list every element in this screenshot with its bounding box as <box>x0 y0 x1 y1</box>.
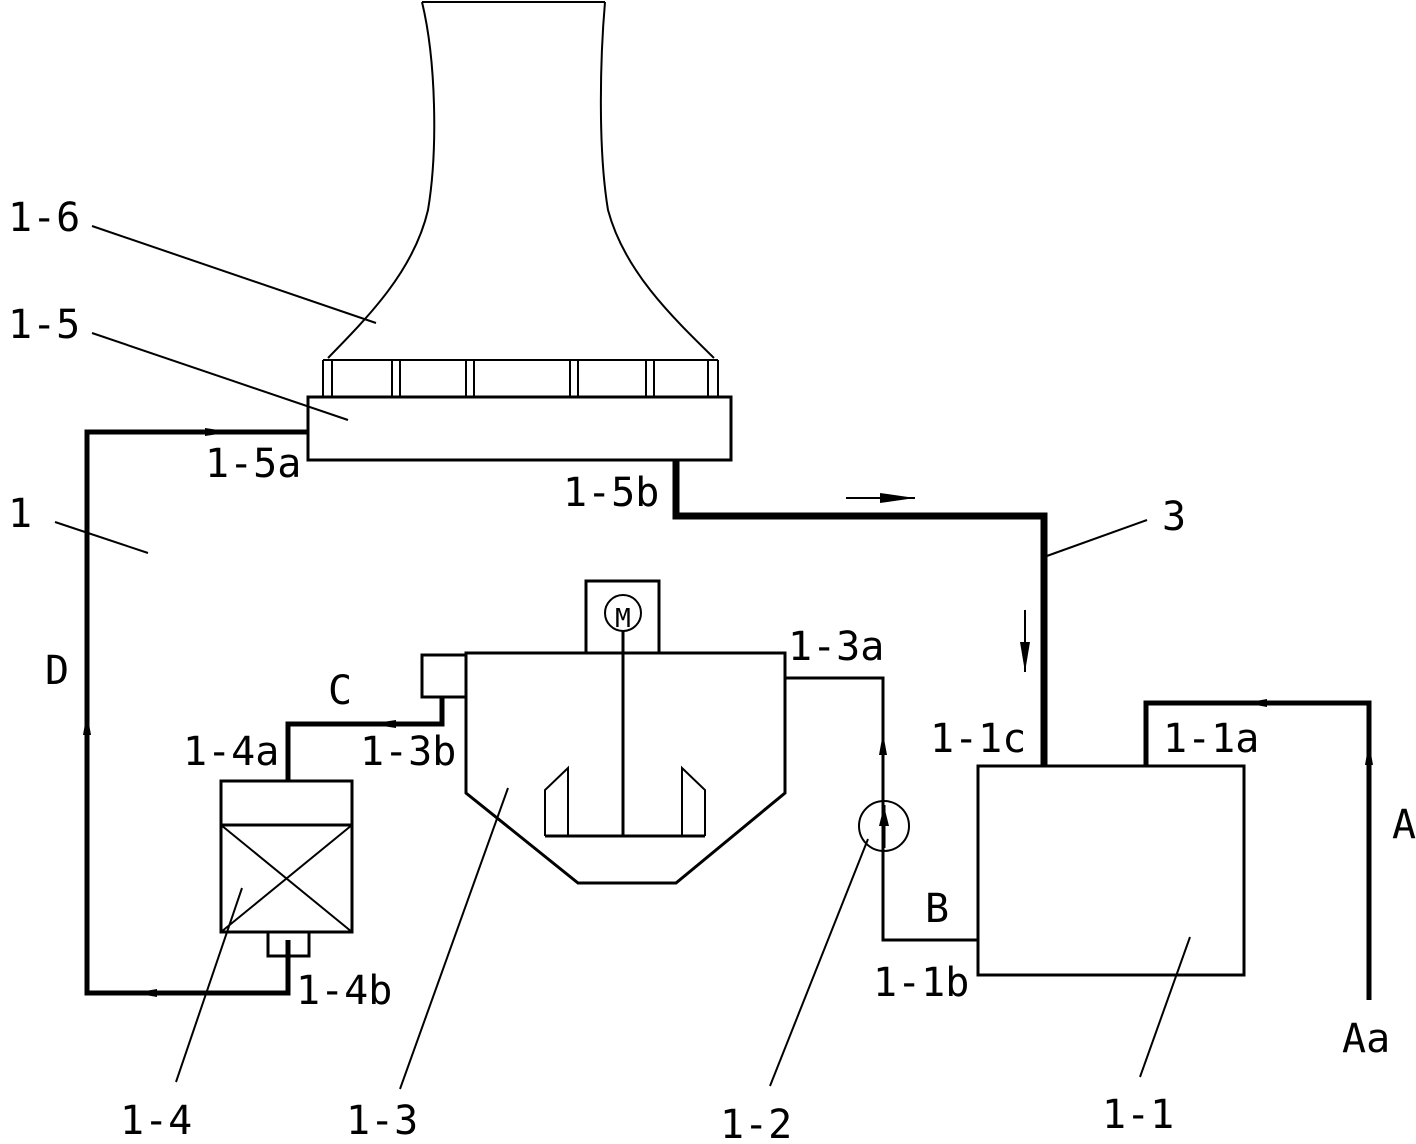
storage-tank <box>976 764 1246 977</box>
label-unit-1-3: 1-3 <box>346 1098 418 1144</box>
tank-body <box>464 651 787 885</box>
label-stream-c: C <box>328 668 352 714</box>
label-cooling-tower: 1-6 <box>8 195 80 241</box>
pipe-c <box>285 697 445 781</box>
return-pipe-d <box>84 429 308 996</box>
leader-line <box>91 332 349 421</box>
flow-arrow-left <box>134 989 157 997</box>
flow-arrow-down <box>1020 642 1030 672</box>
leader-line <box>54 521 149 554</box>
label-stream-b: B <box>925 886 949 932</box>
agitated-tank <box>420 579 787 885</box>
flow-arrow-up <box>879 733 887 755</box>
label-motor: M <box>615 604 631 634</box>
label-inlet-1-5a: 1-5a <box>205 441 301 487</box>
leader-line <box>1139 936 1191 1078</box>
label-port-1-1c: 1-1c <box>930 716 1026 762</box>
tower-left-wall <box>327 1 436 359</box>
cooling-tower <box>327 1 715 359</box>
label-system: 1 <box>8 491 32 537</box>
agitator-paddle-left <box>544 765 569 836</box>
flow-arrow-right <box>205 428 232 436</box>
filter-body <box>219 779 354 934</box>
flow-arrow-up <box>1365 742 1373 765</box>
label-port-1-1b: 1-1b <box>873 960 969 1006</box>
filter-unit <box>219 779 354 958</box>
label-unit-1-4: 1-4 <box>120 1098 192 1144</box>
pipe-3 <box>672 460 1048 766</box>
label-stream-aa: Aa <box>1342 1016 1390 1062</box>
label-fan-section: 1-5 <box>8 302 80 348</box>
flow-arrow-left <box>1245 699 1267 707</box>
leader-line <box>1043 519 1148 558</box>
label-unit-1-2: 1-2 <box>720 1102 792 1144</box>
agitator-paddle-right <box>681 765 706 836</box>
label-stream-a: A <box>1392 802 1416 848</box>
tower-basin <box>306 395 733 462</box>
leader-line <box>91 225 377 324</box>
leader-line <box>175 887 243 1083</box>
leader-line <box>769 838 869 1087</box>
pump-body <box>858 800 910 852</box>
tower-right-wall <box>599 1 715 359</box>
tank-side-box <box>420 653 468 699</box>
leader-line <box>399 787 509 1090</box>
louvre-section <box>322 359 719 397</box>
filter-outlet-nozzle <box>266 930 311 958</box>
leader-lines <box>54 225 1191 1090</box>
label-stream-d: D <box>45 648 69 694</box>
label-port-1-1a: 1-1a <box>1163 716 1259 762</box>
pump <box>858 800 910 852</box>
filter-cross-b <box>220 824 353 933</box>
pump-arrow-icon <box>879 806 889 826</box>
label-port-1-3a: 1-3a <box>788 624 884 670</box>
label-port-1-4a: 1-4a <box>183 729 279 775</box>
label-unit-1-1: 1-1 <box>1102 1092 1174 1138</box>
flow-arrow-right <box>880 493 915 503</box>
flow-arrow-up <box>83 712 91 735</box>
label-outlet-1-5b: 1-5b <box>563 470 659 516</box>
label-pipe-3: 3 <box>1162 494 1186 540</box>
label-port-1-4b: 1-4b <box>296 968 392 1014</box>
flow-arrow-left <box>370 720 396 728</box>
label-port-1-3b: 1-3b <box>360 729 456 775</box>
